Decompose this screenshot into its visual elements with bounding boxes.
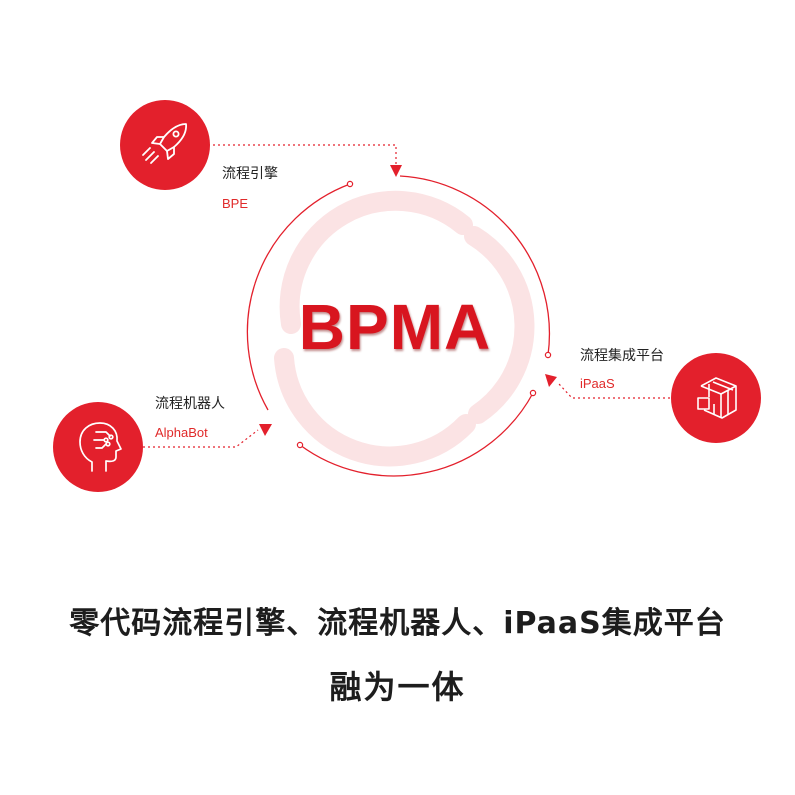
module-sub-ipaas: iPaaS [580,376,615,391]
center-title: BPMA [298,291,492,363]
robot-head-icon [79,422,122,472]
arc-end-dot [296,441,304,449]
cube-icon [697,377,737,419]
arc-bpe-to-ipaas [399,175,551,356]
module-label-alphabot: 流程机器人 [155,396,225,412]
arrow-alphabot [259,424,272,436]
inner-ring [274,190,535,467]
connector-ipaas [558,383,670,399]
module-alphabot-circle [53,402,143,492]
module-bpe-circle [120,100,210,190]
arc-ipaas-to-alphabot [299,392,534,477]
arc-end-dot [529,389,537,397]
module-sub-bpe: BPE [222,196,249,211]
arrow-bpe [390,165,402,177]
connectors [143,144,670,448]
headline-line-2: 融为一体 [329,668,466,706]
outer-ring [246,175,552,477]
arc-end-dot [346,180,354,188]
arc-end-dot [544,351,552,359]
headline-line-1: 零代码流程引擎、流程机器人、iPaaS集成平台 [69,606,726,641]
rocket-icon [142,123,187,164]
arrow-ipaas [545,374,557,387]
module-sub-alphabot: AlphaBot [155,425,208,440]
module-label-ipaas: 流程集成平台 [580,348,664,364]
connector-alphabot [143,429,259,448]
module-ipaas-circle [671,353,761,443]
arc-alphabot-to-bpe [246,183,351,411]
module-label-bpe: 流程引擎 [222,166,278,182]
